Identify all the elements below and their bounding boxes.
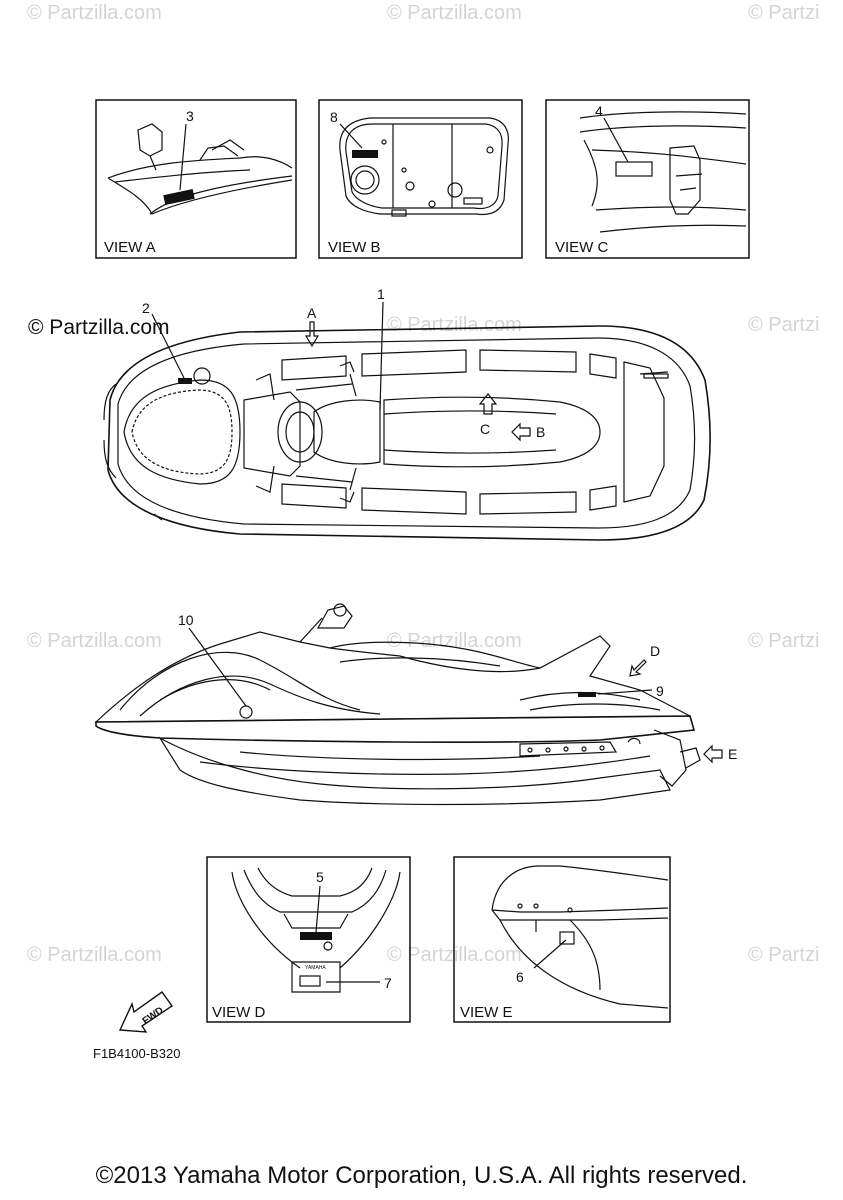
fwd-label: FWD (141, 1005, 166, 1027)
view-ref-c: C (480, 421, 490, 437)
callout-2: 2 (142, 300, 150, 316)
top-view-craft: 2 1 A C B (103, 286, 711, 541)
watermark: © Partzilla.com (27, 630, 162, 652)
copyright-notice: ©2013 Yamaha Motor Corporation, U.S.A. A… (95, 1162, 748, 1189)
view-ref-d: D (650, 643, 660, 659)
callout-9: 9 (656, 683, 664, 699)
view-ref-e: E (728, 746, 737, 762)
callout-10: 10 (178, 612, 194, 628)
callout-1: 1 (377, 286, 385, 302)
watermark: © Partzilla.com (27, 2, 162, 24)
view-a-panel: 3 VIEW A (95, 99, 297, 259)
watermark: © Partzi (748, 630, 820, 652)
view-e-label: VIEW E (460, 1004, 513, 1021)
callout-6: 6 (516, 969, 524, 985)
diagram-code: F1B4100-B320 (93, 1046, 181, 1061)
view-ref-a: A (307, 305, 317, 321)
view-b-label: VIEW B (328, 239, 381, 256)
callout-7: 7 (384, 975, 392, 991)
watermark: © Partzi (748, 2, 820, 24)
view-c-label: VIEW C (555, 239, 609, 256)
watermark: © Partzilla.com (387, 314, 522, 336)
callout-3: 3 (186, 108, 194, 124)
view-ref-b: B (536, 424, 545, 440)
view-c-panel: 4 VIEW C (545, 99, 750, 259)
callout-5: 5 (316, 869, 324, 885)
watermark: © Partzilla.com (27, 944, 162, 966)
view-d-panel: YAMAHA 5 7 VIEW D (206, 856, 411, 1023)
badge-text: YAMAHA (305, 965, 326, 971)
view-b-panel: 8 VIEW B (318, 99, 523, 259)
watermark: © Partzi (748, 314, 820, 336)
watermark: © Partzilla.com (387, 2, 522, 24)
fwd-arrow: FWD (118, 991, 173, 1033)
side-view-craft: 10 9 D E (94, 603, 737, 806)
watermark: © Partzi (748, 944, 820, 966)
watermark: © Partzilla.com (387, 630, 522, 652)
callout-4: 4 (595, 103, 603, 119)
watermark-strong: © Partzilla.com (28, 316, 170, 339)
view-e-panel: 6 VIEW E (453, 856, 671, 1023)
callout-8: 8 (330, 109, 338, 125)
view-d-label: VIEW D (212, 1004, 266, 1021)
view-a-label: VIEW A (104, 239, 156, 256)
